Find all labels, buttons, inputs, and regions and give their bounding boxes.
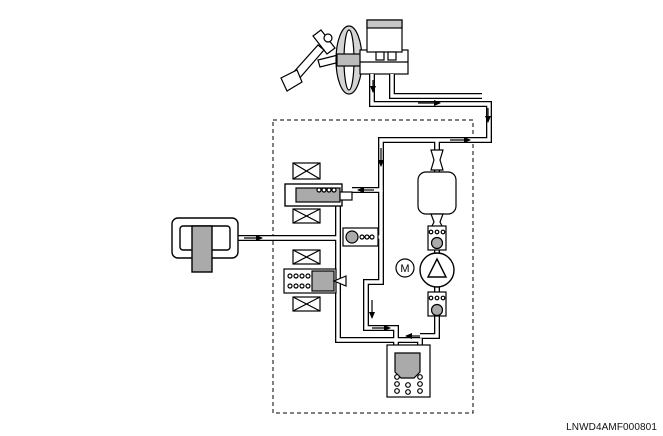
actuator-unit-boundary bbox=[272, 119, 474, 414]
motor: M bbox=[395, 258, 415, 278]
master-cylinder bbox=[359, 19, 409, 75]
pump-valve-upper bbox=[427, 225, 447, 251]
brake-pedal bbox=[280, 29, 341, 92]
pump-valve-lower bbox=[427, 291, 447, 317]
inlet-solenoid-valve bbox=[284, 162, 353, 224]
brake-booster bbox=[335, 25, 363, 95]
flow-arrows bbox=[244, 80, 491, 339]
svg-text:M: M bbox=[400, 263, 409, 275]
outlet-solenoid-valve bbox=[283, 249, 347, 312]
wheel-cylinder bbox=[171, 217, 239, 273]
figure-reference-code: LNWD4AMF000801 bbox=[566, 422, 657, 433]
damper-chamber bbox=[417, 149, 457, 229]
check-valve bbox=[342, 227, 379, 247]
pump bbox=[419, 252, 455, 288]
low-pressure-reservoir bbox=[386, 344, 431, 398]
